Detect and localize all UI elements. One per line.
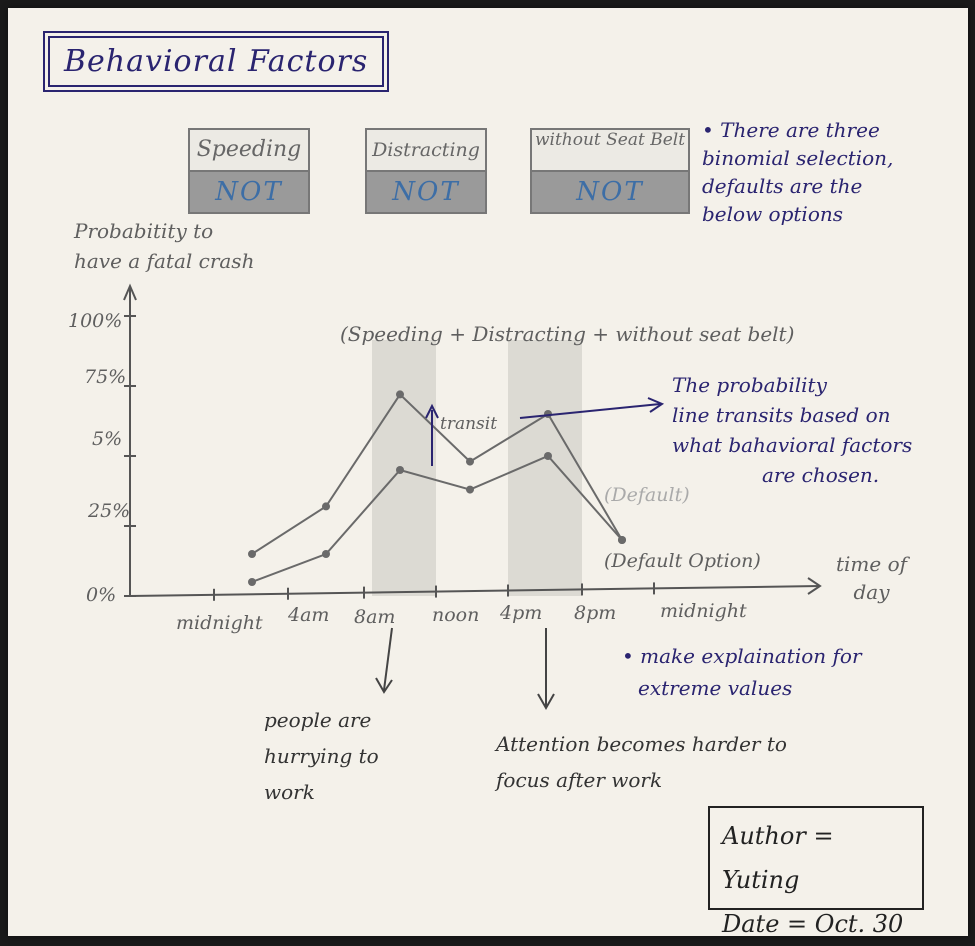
series-line — [251, 454, 623, 583]
note-line: focus after work — [496, 768, 663, 792]
note-line: hurrying to — [264, 744, 379, 768]
toggle-option-selected[interactable]: NOT — [367, 172, 485, 212]
x-tick-label: 4pm — [500, 602, 543, 624]
paper-sheet — [8, 8, 968, 936]
arrow-8am-head — [375, 677, 393, 694]
author-date: Date = Oct. 30 — [722, 910, 904, 938]
speeding-toggle[interactable]: Speeding NOT — [188, 128, 310, 214]
series-line — [251, 392, 623, 555]
data-point — [322, 502, 330, 511]
page-title: Behavioral Factors — [42, 31, 390, 92]
y-tick-label: 0% — [86, 584, 117, 606]
y-tick-label: 25% — [88, 500, 131, 522]
seatbelt-toggle[interactable]: without Seat Belt NOT — [530, 128, 690, 214]
note-line: • There are three — [702, 118, 880, 142]
x-axis-arrow — [807, 577, 822, 595]
x-tick-label: 8pm — [574, 602, 617, 624]
note-line: extreme values — [638, 676, 793, 700]
note-line: The probability — [672, 373, 827, 397]
data-point — [248, 550, 256, 558]
x-tick-label: 8am — [354, 606, 396, 628]
data-point — [466, 485, 474, 494]
note-line: people are — [264, 708, 372, 732]
toggle-option-selected[interactable]: NOT — [190, 172, 308, 212]
note-pointer-arrowhead — [647, 397, 665, 413]
note-line: line transits based on — [672, 403, 891, 427]
note-line: below options — [702, 202, 844, 226]
toggle-option-label[interactable]: Distracting — [367, 130, 485, 172]
transit-note: The probability line transits based on w… — [672, 370, 912, 490]
x-axis — [129, 585, 821, 597]
note-8am: people are hurrying to work — [264, 702, 379, 810]
note-line: what bahavioral factors — [672, 433, 913, 457]
x-axis-label-line: time of — [836, 552, 908, 576]
note-line: Attention becomes harder to — [496, 732, 787, 756]
x-tick-label: noon — [432, 604, 480, 626]
y-tick-label: 5% — [92, 428, 123, 450]
y-axis-label: Probabitity to have a fatal crash — [74, 216, 254, 276]
data-point — [618, 536, 626, 544]
default-option-label: (Default Option) — [604, 550, 761, 572]
default-label: (Default) — [604, 484, 690, 506]
note-line: are chosen. — [762, 463, 880, 487]
distracting-toggle[interactable]: Distracting NOT — [365, 128, 487, 214]
extreme-values-note: • make explaination for extreme values — [622, 640, 862, 704]
note-line: defaults are the — [702, 174, 863, 198]
x-tick-label: midnight — [660, 600, 747, 622]
y-tick-label: 100% — [68, 310, 123, 332]
toggle-option-label[interactable]: without Seat Belt — [532, 130, 688, 172]
toggles-note: • There are three binomial selection, de… — [702, 116, 893, 228]
arrow-8am — [383, 627, 393, 691]
x-axis-label-line: day — [853, 580, 890, 604]
author-box: Author = Yuting Date = Oct. 30 — [708, 806, 924, 938]
author-name: Author = Yuting — [722, 822, 834, 894]
arrow-4pm-head — [537, 693, 555, 711]
transit-arrowhead — [425, 403, 439, 419]
y-axis-label-line: have a fatal crash — [74, 249, 255, 273]
note-line: work — [264, 780, 315, 804]
note-line: • make explaination for — [622, 644, 862, 668]
toggle-option-label[interactable]: Speeding — [190, 130, 308, 172]
note-line: binomial selection, — [702, 146, 894, 170]
data-point — [322, 550, 330, 558]
transit-label: transit — [440, 414, 498, 434]
data-point — [466, 457, 474, 466]
x-tick-label: 4am — [288, 604, 330, 626]
y-axis-arrow — [123, 283, 137, 301]
top-series-label: (Speeding + Distracting + without seat b… — [340, 322, 795, 346]
x-axis-label: time of day — [836, 550, 907, 606]
data-point — [544, 452, 552, 460]
data-point — [396, 390, 404, 399]
x-tick-label: midnight — [176, 612, 263, 634]
note-4pm: Attention becomes harder to focus after … — [496, 726, 787, 798]
y-tick-label: 75% — [84, 366, 127, 388]
note-pointer-arrow — [519, 403, 661, 419]
toggle-option-selected[interactable]: NOT — [532, 172, 688, 212]
highlight-band — [372, 340, 436, 596]
y-axis-label-line: Probabitity to — [74, 219, 214, 243]
data-point — [248, 578, 256, 586]
data-point — [396, 466, 404, 474]
